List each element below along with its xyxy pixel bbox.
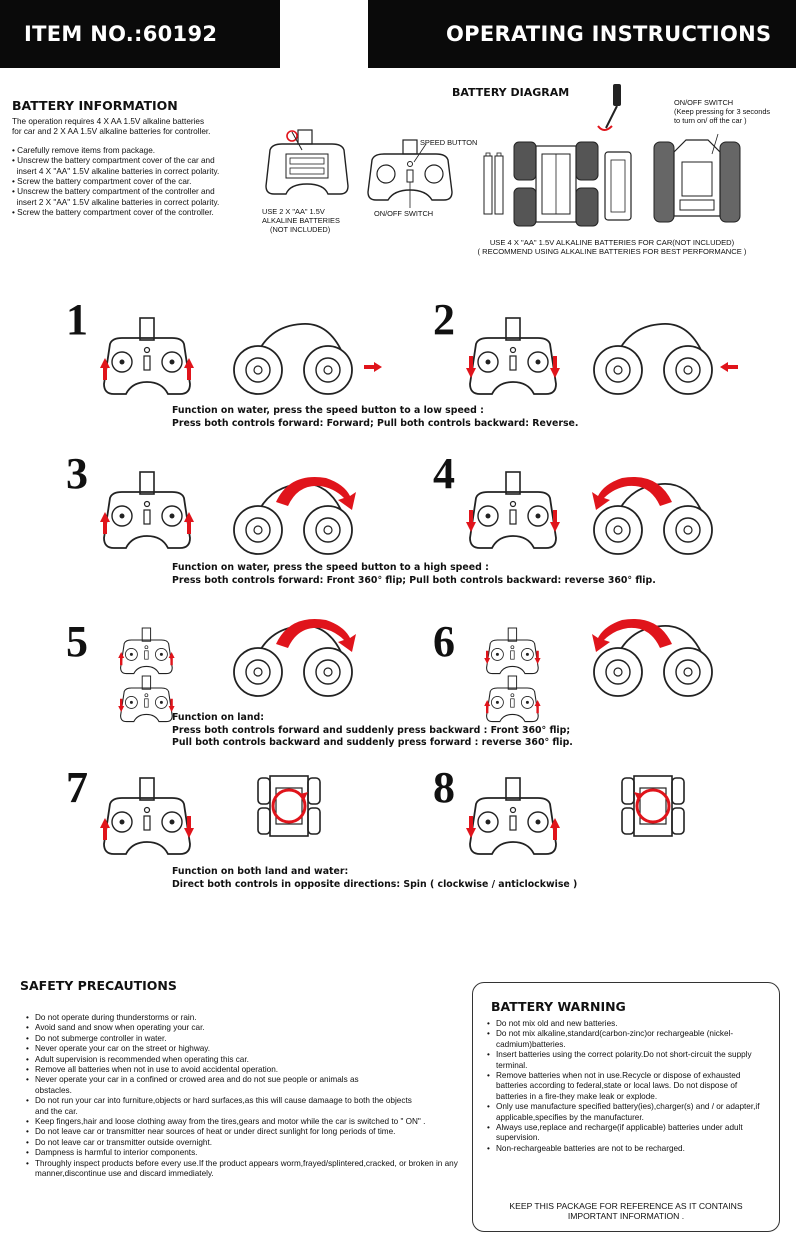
battery-step: • Screw the battery compartment cover of…: [12, 208, 214, 218]
battery-step: • Unscrew the battery compartment cover …: [12, 156, 215, 166]
battery-step: • Screw the battery compartment cover of…: [12, 177, 192, 187]
function-text-3-4: Function on water, press the speed butto…: [172, 562, 656, 586]
function-text-5-6: Function on land: Press both controls fo…: [172, 712, 573, 749]
safety-item: Do not operate during thunderstorms or r…: [26, 1013, 454, 1024]
battery-intro-line: for car and 2 X AA 1.5V alkaline batteri…: [12, 127, 211, 137]
safety-item: Do not run your car into furniture,objec…: [26, 1096, 425, 1117]
safety-item: Remove all batteries when not in use to …: [26, 1065, 454, 1076]
function-text-7-8: Function on both land and water: Direct …: [172, 866, 578, 890]
battery-diagram-note: USE 4 X "AA" 1.5V ALKALINE BATTERIES FOR…: [477, 238, 747, 256]
step-number: 5: [66, 617, 88, 666]
forward-arrow-icon: [364, 362, 382, 372]
car-switch-label: ON/OFF SWITCH (Keep pressing for 3 secon…: [674, 98, 771, 125]
step-number: 1: [66, 295, 88, 344]
warning-item: Do not mix old and new batteries.: [487, 1019, 769, 1030]
battery-information-title: BATTERY INFORMATION: [12, 98, 178, 113]
controller-illustration: [100, 317, 194, 395]
item-number-text: ITEM NO.:60192: [24, 22, 218, 46]
controller-back-illustration: [265, 129, 349, 195]
controller-battery-label: USE 2 X "AA" 1.5V ALKALINE BATTERIES (NO…: [262, 207, 340, 234]
controller-small-illustration: [118, 627, 175, 675]
controller-illustration: [100, 471, 194, 549]
car-side-illustration: [592, 477, 713, 555]
warning-item: Insert batteries using the correct polar…: [487, 1050, 769, 1071]
battery-step: insert 4 X "AA" 1.5V alkaline batteries …: [16, 166, 220, 176]
safety-item: Do not submerge controller in water.: [26, 1034, 454, 1045]
controller-front-illustration: [367, 139, 453, 208]
car-front-illustration: [653, 133, 741, 223]
onoff-switch-label: ON/OFF SWITCH: [374, 209, 434, 218]
step-number: 7: [66, 763, 88, 812]
safety-item: Avoid sand and snow when operating your …: [26, 1023, 454, 1034]
footer-reference-note: KEEP THIS PACKAGE FOR REFERENCE AS IT CO…: [509, 1201, 743, 1222]
controller-illustration: [100, 777, 194, 855]
safety-item: Do not leave car or transmitter outside …: [26, 1138, 454, 1149]
car-top-illustration: [257, 775, 321, 837]
battery-cover-illustration: [604, 151, 632, 221]
battery-warning-title: BATTERY WARNING: [491, 999, 626, 1014]
aa-batteries-illustration: [483, 152, 504, 215]
step-number: 8: [433, 763, 455, 812]
controller-illustration: [466, 317, 560, 395]
battery-step: • Unscrew the battery compartment of the…: [12, 187, 215, 197]
car-top-illustration: [621, 775, 685, 837]
safety-item: Adult supervision is recommended when op…: [26, 1055, 454, 1066]
safety-title: SAFETY PRECAUTIONS: [20, 978, 177, 993]
header-operating-instructions: OPERATING INSTRUCTIONS: [368, 0, 796, 68]
car-bottom-illustration: [513, 141, 599, 227]
battery-intro-line: The operation requires 4 X AA 1.5V alkal…: [12, 117, 205, 126]
car-side-illustration: [233, 322, 353, 395]
safety-item: Never operate your car in a confined or …: [26, 1075, 395, 1096]
reverse-arrow-icon: [720, 362, 738, 372]
warning-item: Only use manufacture specified battery(i…: [487, 1102, 769, 1123]
car-side-illustration: [233, 619, 356, 697]
function-text-1-2: Function on water, press the speed butto…: [172, 405, 579, 429]
safety-item: Do not leave car or transmitter near sou…: [26, 1127, 415, 1138]
battery-diagram-title: BATTERY DIAGRAM: [452, 86, 570, 99]
operating-instructions-text: OPERATING INSTRUCTIONS: [446, 22, 772, 46]
controller-illustration: [466, 777, 560, 855]
safety-item: Never operate your car on the street or …: [26, 1044, 454, 1055]
warning-item: Always use,replace and recharge(if appli…: [487, 1123, 769, 1144]
car-side-illustration: [592, 619, 713, 697]
warning-item: Do not mix alkaline,standard(carbon-zinc…: [487, 1029, 769, 1050]
safety-item: Throughly inspect products before every …: [26, 1159, 465, 1180]
controller-illustration: [466, 471, 560, 549]
warning-item: Non-rechargeable batteries are not to be…: [487, 1144, 769, 1155]
step-number: 6: [433, 617, 455, 666]
speed-button-label: SPEED BUTTON: [420, 138, 478, 147]
car-side-illustration: [593, 322, 713, 395]
safety-precautions: SAFETY PRECAUTIONS Do not operate during…: [20, 978, 458, 1180]
controller-small-illustration: [118, 675, 175, 723]
battery-step: • Carefully remove items from package.: [12, 145, 156, 155]
battery-step: insert 2 X "AA" 1.5V alkaline batteries …: [16, 197, 220, 207]
step-number: 3: [66, 449, 88, 498]
safety-item: Dampness is harmful to interior componen…: [26, 1148, 454, 1159]
step-number: 4: [433, 449, 455, 498]
battery-information: BATTERY INFORMATION The operation requir…: [12, 98, 262, 219]
battery-warning-box: BATTERY WARNING Do not mix old and new b…: [472, 982, 780, 1232]
warning-item: Remove batteries when not in use.Recycle…: [487, 1071, 769, 1102]
safety-item: Keep fingers,hair and loose clothing awa…: [26, 1117, 435, 1128]
controller-small-illustration: [484, 627, 541, 675]
header-item-number: ITEM NO.:60192: [0, 0, 280, 68]
screwdriver-icon: [597, 84, 621, 131]
car-side-illustration: [233, 477, 356, 555]
step-number: 2: [433, 295, 455, 344]
